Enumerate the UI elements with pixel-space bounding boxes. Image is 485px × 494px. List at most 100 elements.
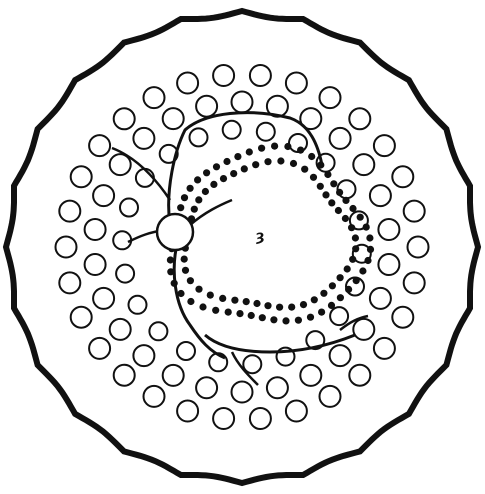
filled-dot — [357, 214, 364, 221]
hollow-circle — [330, 307, 348, 325]
filled-dot — [352, 245, 359, 252]
filled-dot — [308, 153, 315, 160]
hollow-circle — [330, 345, 351, 366]
hollow-circle — [353, 154, 374, 175]
filled-dot — [335, 207, 342, 214]
hollow-circle — [250, 408, 271, 429]
filled-dot — [295, 317, 302, 324]
hollow-circle — [59, 201, 80, 222]
center-mark: ȝ — [245, 224, 275, 248]
filled-dot — [194, 176, 201, 183]
filled-dot — [187, 298, 194, 305]
filled-dot — [353, 277, 360, 284]
junction-circle — [157, 214, 193, 250]
filled-dot — [258, 145, 265, 152]
hollow-circle — [349, 108, 370, 129]
hollow-circle — [144, 386, 165, 407]
filled-dot — [246, 148, 253, 155]
filled-dot — [181, 256, 188, 263]
hollow-circle — [320, 386, 341, 407]
filled-dot — [352, 234, 359, 241]
hollow-circle — [89, 135, 110, 156]
filled-dot — [259, 314, 266, 321]
hollow-circle — [213, 65, 234, 86]
filled-dot — [282, 317, 289, 324]
hollow-circle — [163, 365, 184, 386]
hollow-circle — [71, 307, 92, 328]
filled-dot — [212, 307, 219, 314]
hollow-circle — [120, 199, 138, 217]
hollow-circle — [190, 128, 208, 146]
filled-dot — [337, 294, 344, 301]
filled-dot — [213, 163, 220, 170]
filled-dot — [219, 295, 226, 302]
hollow-circle — [243, 355, 261, 373]
hollow-circle — [144, 87, 165, 108]
filled-dot — [307, 314, 314, 321]
hollow-circle — [89, 338, 110, 359]
filled-dot — [324, 171, 331, 178]
filled-dot — [253, 300, 260, 307]
hollow-circle — [223, 121, 241, 139]
filled-dot — [301, 166, 308, 173]
filled-dot — [220, 175, 227, 182]
hollow-circle — [378, 254, 399, 275]
filled-dot — [363, 224, 370, 231]
filled-dot — [344, 265, 351, 272]
filled-dot — [277, 157, 284, 164]
hollow-circle — [133, 345, 154, 366]
hollow-circle — [59, 272, 80, 293]
hollow-circle — [404, 272, 425, 293]
filled-dot — [195, 196, 202, 203]
filled-dot — [300, 301, 307, 308]
filled-dot — [297, 147, 304, 154]
filled-dot — [177, 204, 184, 211]
filled-dot — [264, 302, 271, 309]
filled-dot — [271, 143, 278, 150]
hollow-circle — [177, 401, 198, 422]
filled-dot — [284, 143, 291, 150]
hollow-circle — [56, 237, 77, 258]
filled-dot — [241, 165, 248, 172]
filled-dot — [330, 180, 337, 187]
hollow-circle — [116, 265, 134, 283]
filled-dot — [311, 296, 318, 303]
filled-dot — [236, 310, 243, 317]
filled-dot — [342, 215, 349, 222]
filled-dot — [191, 206, 198, 213]
hollow-circle — [267, 377, 288, 398]
hollow-circle — [300, 365, 321, 386]
filled-dot — [328, 302, 335, 309]
filled-dot — [243, 298, 250, 305]
hollow-circle — [149, 322, 167, 340]
filled-dot — [364, 257, 371, 264]
hollow-circle — [85, 219, 106, 240]
hollow-circle — [374, 135, 395, 156]
hollow-circle — [374, 338, 395, 359]
hollow-circle — [404, 201, 425, 222]
hollow-circle — [136, 169, 154, 187]
filled-dot — [345, 286, 352, 293]
hollow-circle — [353, 319, 374, 340]
filled-dot — [318, 309, 325, 316]
filled-dot — [329, 282, 336, 289]
hollow-circle — [163, 108, 184, 129]
hollow-circle — [213, 408, 234, 429]
filled-dot — [231, 297, 238, 304]
filled-dot — [290, 160, 297, 167]
filled-dot — [366, 234, 373, 241]
hollow-circle — [378, 219, 399, 240]
hollow-circle — [177, 73, 198, 94]
filled-dot — [202, 188, 209, 195]
hollow-circle — [349, 365, 370, 386]
hollow-circle — [93, 288, 114, 309]
filled-dot — [207, 292, 214, 299]
filled-dot — [349, 205, 356, 212]
hollow-circle — [330, 128, 351, 149]
filled-dot — [195, 286, 202, 293]
hollow-circle — [257, 123, 275, 141]
filled-dot — [203, 169, 210, 176]
filled-dot — [270, 316, 277, 323]
hollow-circle — [196, 96, 217, 117]
